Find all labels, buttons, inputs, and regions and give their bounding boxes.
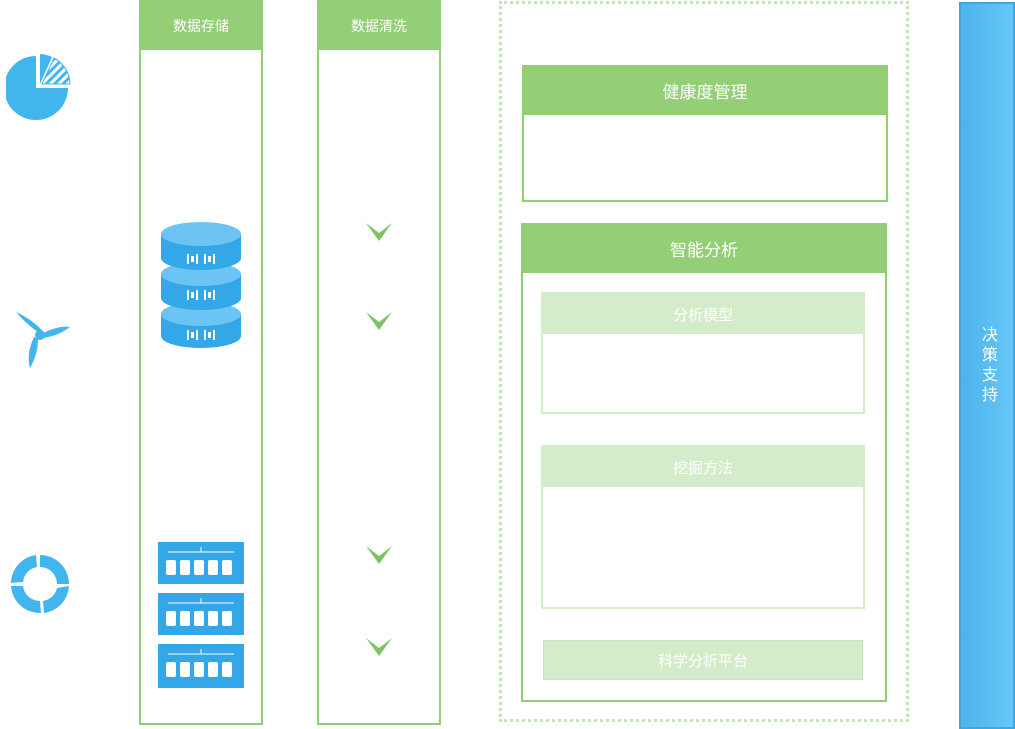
chevron-down-icon bbox=[366, 223, 392, 241]
data-storage-title: 数据存储 bbox=[141, 2, 261, 50]
chevron-down-icon bbox=[366, 546, 392, 564]
data-cleaning-title: 数据清洗 bbox=[319, 2, 439, 50]
science-analysis-platform: 科学分析平台 bbox=[543, 640, 863, 680]
health-management-title: 健康度管理 bbox=[524, 67, 886, 115]
chevron-down-icon bbox=[366, 638, 392, 656]
intelligent-analysis-title: 智能分析 bbox=[523, 225, 885, 273]
analysis-model-box: 分析模型 bbox=[541, 292, 865, 414]
server-rack-icon bbox=[158, 542, 244, 688]
mining-method-title: 挖掘方法 bbox=[543, 447, 863, 487]
decision-support-label: 决策支持 bbox=[979, 325, 996, 406]
mining-method-box: 挖掘方法 bbox=[541, 445, 865, 609]
wind-turbine-icon bbox=[16, 312, 70, 368]
ring-chart-icon bbox=[11, 555, 69, 614]
health-management-panel: 健康度管理 bbox=[522, 65, 888, 202]
analysis-dashed-container bbox=[499, 1, 909, 722]
data-cleaning-column: 数据清洗 bbox=[317, 0, 441, 725]
database-icon bbox=[161, 222, 241, 348]
pie-chart-icon bbox=[6, 54, 71, 120]
decision-support-bar: 决策支持 bbox=[959, 2, 1015, 729]
analysis-model-title: 分析模型 bbox=[543, 294, 863, 334]
chevron-down-icon bbox=[366, 312, 392, 330]
